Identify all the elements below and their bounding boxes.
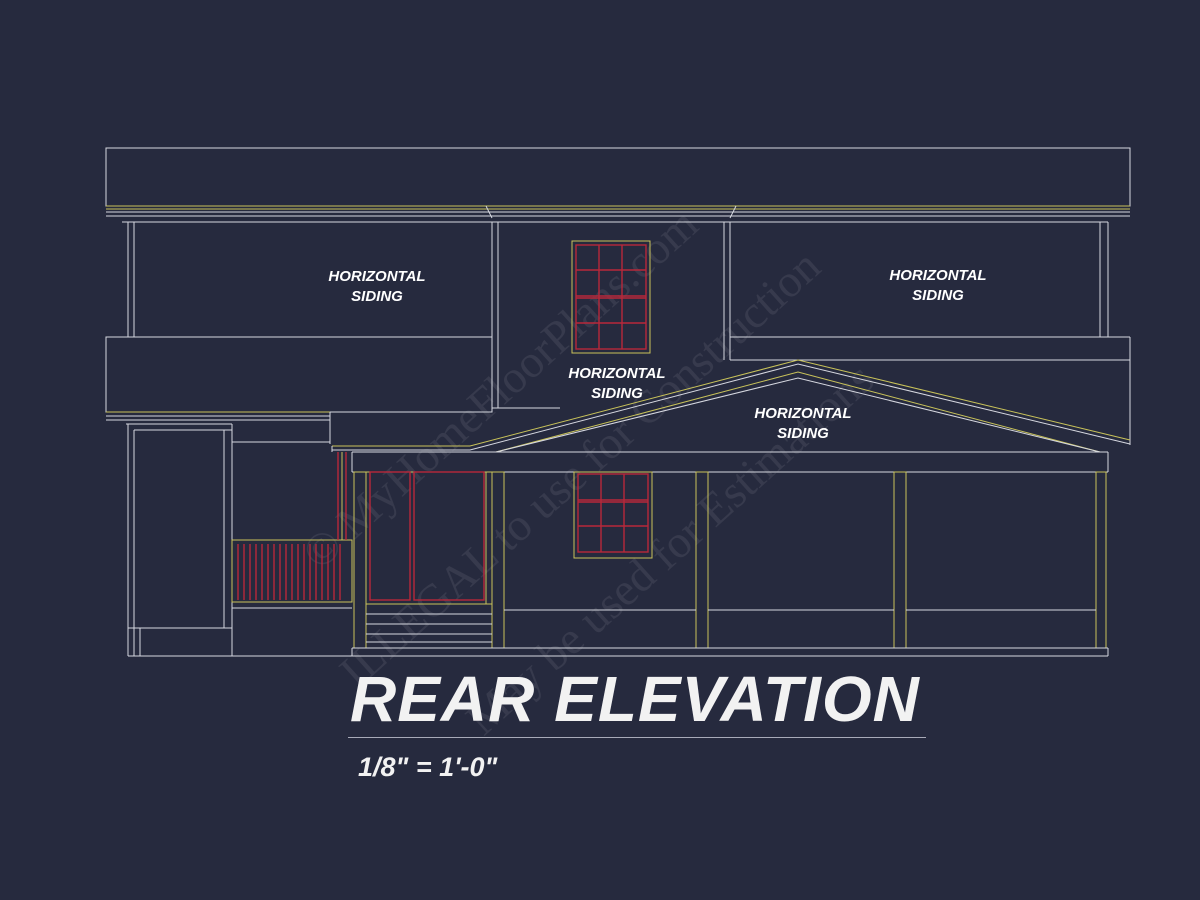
side-railing [231, 452, 353, 609]
roof-fascia [105, 147, 1131, 223]
svg-text:HORIZONTAL: HORIZONTAL [754, 405, 851, 422]
label-upper-right: HORIZONTAL SIDING [889, 267, 986, 304]
gable-roof [331, 359, 1131, 473]
label-gable: HORIZONTAL SIDING [754, 405, 851, 442]
left-wing [105, 336, 493, 657]
svg-text:SIDING: SIDING [912, 287, 964, 304]
label-center: HORIZONTAL SIDING [568, 365, 665, 402]
svg-text:SIDING: SIDING [591, 385, 643, 402]
drawing-scale: 1/8" = 1'-0" [358, 752, 498, 782]
svg-text:HORIZONTAL: HORIZONTAL [568, 365, 665, 382]
lower-window [573, 471, 653, 559]
svg-text:SIDING: SIDING [351, 288, 403, 305]
label-upper-left: HORIZONTAL SIDING [328, 268, 425, 305]
rear-door [365, 471, 493, 643]
svg-text:HORIZONTAL: HORIZONTAL [889, 267, 986, 284]
svg-text:SIDING: SIDING [777, 425, 829, 442]
porch-columns [351, 471, 1109, 657]
svg-text:HORIZONTAL: HORIZONTAL [328, 268, 425, 285]
title-underline [348, 737, 926, 738]
upper-window [571, 240, 651, 354]
drawing-title: REAR ELEVATION [350, 663, 920, 735]
